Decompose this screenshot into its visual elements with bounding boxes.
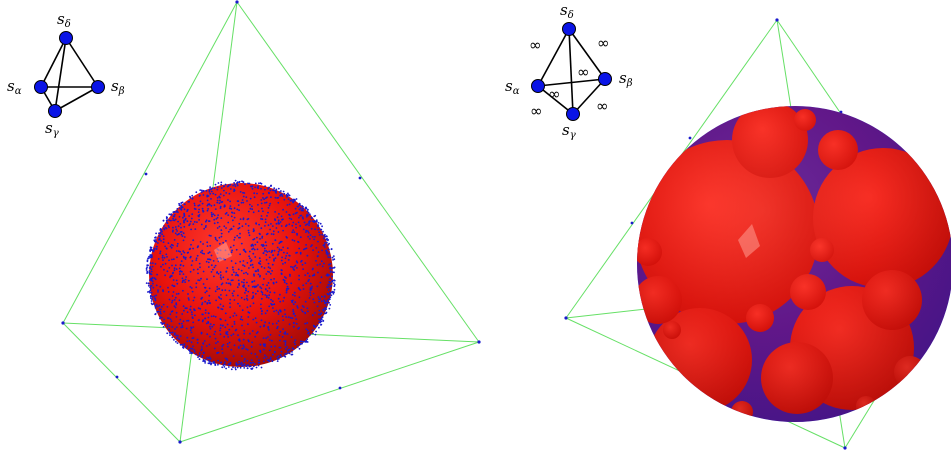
- right-frame-vertices: [564, 18, 847, 450]
- left-label-beta: sβ: [111, 77, 125, 97]
- left-node-gamma: [48, 104, 62, 118]
- left-point-cloud: [145, 179, 336, 371]
- right-sphere-highlight: [738, 224, 760, 258]
- edge-label-inf-5: ∞: [530, 102, 543, 120]
- right-panel: [564, 18, 951, 450]
- left-label-alpha: sα: [7, 77, 22, 97]
- edge-label-inf-6: ∞: [596, 97, 609, 115]
- edge-label-inf-4: ∞: [548, 85, 561, 103]
- left-node-beta: [91, 80, 105, 94]
- right-graph-edges: [537, 28, 606, 115]
- right-node-gamma: [566, 107, 580, 121]
- left-graph-inset: sδ sα sβ sγ: [7, 10, 125, 139]
- right-label-delta: sδ: [560, 1, 574, 21]
- right-sphere-packing: [637, 106, 951, 422]
- left-frame-vertices: [61, 0, 481, 444]
- edge-label-inf-2: ∞: [597, 34, 610, 52]
- left-label-gamma: sγ: [45, 119, 59, 139]
- edge-label-inf-1: ∞: [529, 36, 542, 54]
- right-node-alpha: [531, 79, 545, 93]
- left-graph-edges: [40, 37, 99, 112]
- left-node-alpha: [34, 80, 48, 94]
- right-node-beta: [598, 72, 612, 86]
- edge-label-inf-3: ∞: [577, 63, 590, 81]
- left-panel: [61, 0, 481, 444]
- right-node-delta: [562, 22, 576, 36]
- left-sphere-highlight: [214, 242, 232, 262]
- left-node-delta: [59, 31, 73, 45]
- right-graph-inset: sδ sα sβ sγ ∞ ∞ ∞ ∞ ∞ ∞: [505, 1, 633, 141]
- right-label-alpha: sα: [505, 77, 520, 97]
- right-label-gamma: sγ: [562, 121, 576, 141]
- left-label-delta: sδ: [57, 10, 71, 30]
- right-label-beta: sβ: [619, 69, 633, 89]
